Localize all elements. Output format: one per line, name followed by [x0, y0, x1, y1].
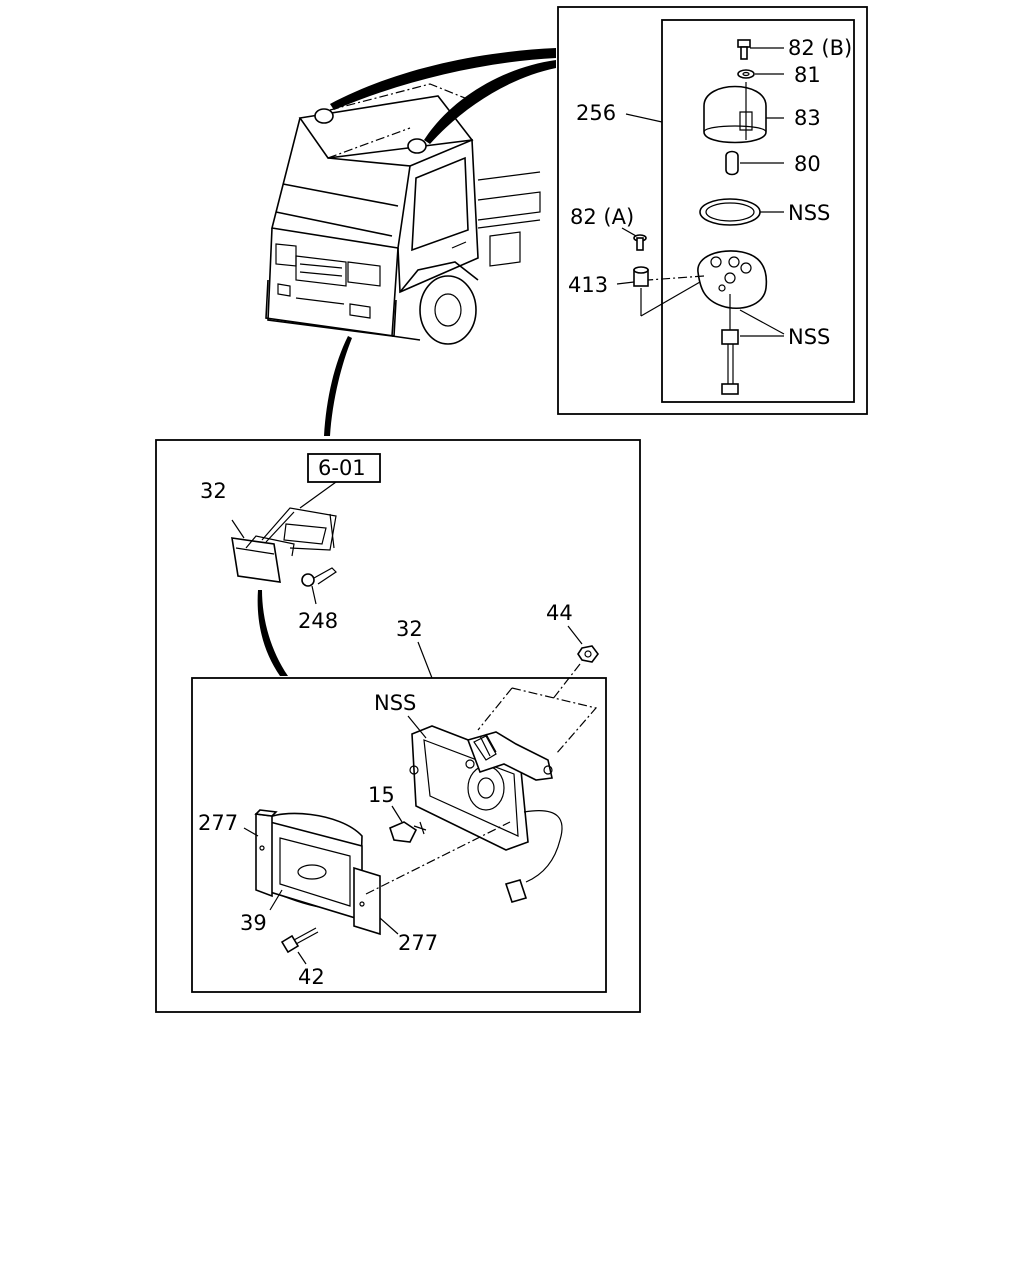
gasket-nss	[699, 198, 784, 226]
beacon-harness	[721, 294, 785, 395]
bulb-80	[725, 150, 784, 176]
fog-lamp-panel	[155, 439, 641, 1013]
truck-illustration	[265, 83, 541, 345]
lamp-housing-nss	[407, 715, 563, 903]
bolt-42	[280, 927, 319, 965]
callout-80: 80	[794, 152, 821, 176]
callout-nss-harness: NSS	[788, 325, 830, 349]
callout-83: 83	[794, 106, 821, 130]
bolt-413	[616, 266, 701, 317]
callout-labels: 256 82 (B) 81 83 80 NSS 82 (A) 413 NSS 6…	[198, 36, 852, 989]
callout-413: 413	[568, 273, 608, 297]
nut-44	[477, 625, 599, 755]
callout-32-top: 32	[200, 479, 227, 503]
beacon-lens-83	[703, 82, 784, 144]
washer-81	[737, 69, 784, 79]
callout-44: 44	[546, 601, 573, 625]
beacon-base	[647, 250, 768, 310]
bulb-15	[389, 805, 427, 843]
callout-leaders	[257, 48, 556, 676]
callout-39: 39	[240, 911, 267, 935]
callout-277-left: 277	[198, 811, 238, 835]
ref-6-01-box	[307, 453, 381, 483]
callout-256: 256	[576, 101, 616, 125]
callout-82a: 82 (A)	[570, 205, 634, 229]
lamp-front-assembly	[243, 809, 511, 936]
callout-248: 248	[298, 609, 338, 633]
callout-32-assembly: 32	[396, 617, 423, 641]
ref-6-01: 6-01	[318, 456, 366, 480]
screw-82a	[621, 227, 647, 251]
beacon-detail-panel	[557, 6, 868, 415]
callout-277-right: 277	[398, 931, 438, 955]
screw-82b	[737, 39, 784, 60]
callout-42: 42	[298, 965, 325, 989]
callout-81: 81	[794, 63, 821, 87]
callout-15: 15	[368, 783, 395, 807]
fog-lamp-overview	[231, 481, 337, 583]
callout-82b: 82 (B)	[788, 36, 852, 60]
callout-nss-housing: NSS	[374, 691, 416, 715]
bracket-248	[301, 567, 337, 605]
callout-nss-gasket: NSS	[788, 201, 830, 225]
